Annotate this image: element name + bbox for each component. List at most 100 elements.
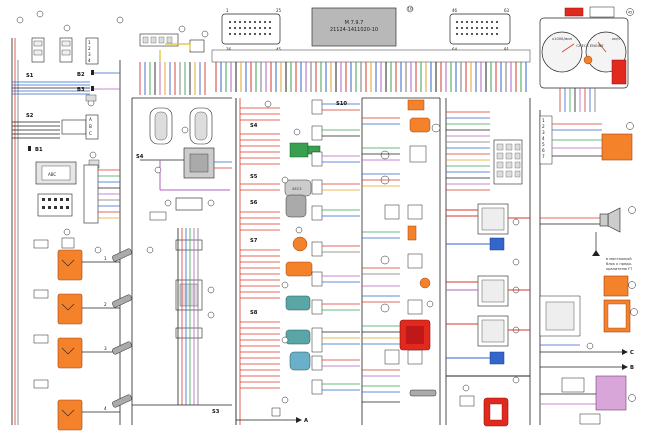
block-b2-b3: B2 B3 B1 bbox=[28, 70, 120, 153]
svg-text:ABC: ABC bbox=[48, 172, 56, 177]
svg-text:3: 3 bbox=[88, 52, 91, 57]
bus-s1-label: S1 bbox=[26, 73, 34, 79]
fuse-note: в монтажный блок к предо- хранителю F7 bbox=[592, 232, 633, 271]
ecu-title-line2: 21124-1411020-10 bbox=[330, 27, 378, 33]
cluster-callout: 45 bbox=[628, 11, 633, 15]
ecu-left-pin-1: 1 bbox=[226, 8, 229, 13]
svg-text:1: 1 bbox=[104, 256, 107, 261]
bottom-right-blocks bbox=[539, 295, 636, 425]
throttle-body bbox=[149, 107, 213, 145]
connector-top-2 bbox=[139, 25, 209, 53]
bus-s6-label: S6 bbox=[250, 200, 258, 206]
bus-s5-label: S5 bbox=[250, 174, 258, 180]
svg-text:A: A bbox=[89, 117, 92, 122]
instrument-cluster: x1000/мин км/ч CHECK ENGINE 45 bbox=[539, 6, 634, 112]
ecu-left-pin-26: 26 bbox=[226, 47, 232, 52]
svg-text:B: B bbox=[89, 124, 92, 129]
bus-b1-label: B1 bbox=[35, 147, 43, 153]
coil-2: 2 bbox=[33, 289, 120, 325]
bus-s7-label: S7 bbox=[250, 238, 258, 244]
horn bbox=[540, 206, 636, 233]
sensor-teal bbox=[281, 281, 311, 371]
sensors-column: XEC3 bbox=[281, 99, 360, 395]
bus-b3-label: B3 bbox=[77, 87, 85, 93]
ecu-pin-row bbox=[139, 43, 531, 95]
bus-s2-label: S2 bbox=[26, 113, 34, 119]
relay-connectors bbox=[132, 197, 232, 406]
callout-markers bbox=[36, 10, 594, 404]
connector-left-mid: ABC bbox=[61, 94, 100, 169]
svg-text:C: C bbox=[89, 131, 92, 136]
sensor-orange-1 bbox=[285, 226, 313, 277]
speedometer-label: км/ч bbox=[612, 37, 620, 41]
svg-text:4: 4 bbox=[88, 58, 91, 63]
relay-right-3 bbox=[477, 315, 520, 365]
ecu-left-pin-25: 25 bbox=[276, 8, 282, 13]
svg-text:7: 7 bbox=[542, 154, 545, 159]
ecu-right-pin-81: 81 bbox=[504, 47, 510, 52]
diagnostic-block: ABC bbox=[35, 161, 120, 224]
ecu-callout: 10 bbox=[407, 7, 413, 12]
ecu-right-pin-63: 63 bbox=[504, 8, 510, 13]
ignition-coils: 1 2 3 4 bbox=[33, 228, 132, 431]
ecu-title-line1: М 7.9.7 bbox=[345, 20, 364, 26]
svg-text:1: 1 bbox=[542, 118, 545, 123]
svg-text:XEC3: XEC3 bbox=[292, 187, 302, 191]
svg-text:4: 4 bbox=[542, 136, 545, 141]
bus-s1: S1 bbox=[12, 73, 90, 95]
ecu-left-connector: 1 25 26 45 bbox=[221, 8, 282, 52]
svg-text:3: 3 bbox=[104, 346, 107, 351]
bus-b2-label: B2 bbox=[77, 72, 85, 78]
ecu-block: М 7.9.7 21124-1411020-10 10 bbox=[311, 5, 414, 47]
probe-right bbox=[409, 389, 437, 397]
ecu-left-pin-45: 45 bbox=[276, 47, 282, 52]
center-left-section: S4 bbox=[131, 97, 232, 425]
ecu-right-pin-64: 64 bbox=[452, 47, 458, 52]
ecu-right-pin-46: 46 bbox=[452, 8, 458, 13]
left-trunk: S1 S2 B2 B3 B1 bbox=[11, 38, 132, 431]
coil-3: 3 bbox=[33, 334, 120, 369]
coil-4: 4 bbox=[33, 379, 120, 431]
orange-relay-right bbox=[552, 122, 634, 161]
relay-right-1 bbox=[477, 203, 520, 251]
relay-right-2 bbox=[477, 275, 520, 307]
bus-b1b-label: S4 bbox=[136, 154, 144, 160]
right-outputs: C B bbox=[540, 344, 634, 405]
bus-s3-label: S3 bbox=[212, 409, 220, 415]
idle-module bbox=[140, 147, 232, 191]
tachometer-label: x1000/мин bbox=[552, 37, 573, 41]
gray-sensors-right bbox=[380, 145, 431, 365]
orange-sensor-right-1 bbox=[407, 99, 441, 133]
ecu-right-connector: 46 63 64 81 bbox=[449, 8, 511, 52]
bus-s2: S2 bbox=[12, 113, 60, 139]
sensor-gray-1: XEC3 bbox=[284, 179, 312, 218]
svg-text:2: 2 bbox=[542, 124, 545, 129]
orange-module-2 bbox=[603, 299, 638, 333]
svg-text:3: 3 bbox=[542, 130, 545, 135]
svg-text:5: 5 bbox=[542, 142, 545, 147]
injectors bbox=[112, 248, 132, 408]
orange-module-1 bbox=[603, 275, 636, 297]
mid-right-column bbox=[361, 97, 441, 425]
sensor-connectors bbox=[311, 99, 323, 395]
red-module-bottom bbox=[459, 384, 509, 427]
svg-text:2: 2 bbox=[104, 302, 107, 307]
svg-text:4: 4 bbox=[104, 406, 107, 411]
sensor-bus-column: S4 S5 S6 S7 S8 A bbox=[235, 98, 308, 425]
bottom-output-label: A bbox=[304, 418, 308, 424]
coil-1: 1 bbox=[33, 228, 120, 281]
fuse-note-text: в монтажный блок к предо- хранителю F7 bbox=[606, 257, 633, 271]
bus-s8-label: S8 bbox=[250, 310, 258, 316]
output-b-label: B bbox=[630, 365, 634, 371]
bus-s10-label: S10 bbox=[336, 101, 347, 107]
violet-module bbox=[595, 375, 627, 411]
bus-s4-label: S4 bbox=[250, 123, 258, 129]
check-engine-lamp bbox=[583, 55, 593, 65]
right-center-column bbox=[445, 98, 531, 427]
